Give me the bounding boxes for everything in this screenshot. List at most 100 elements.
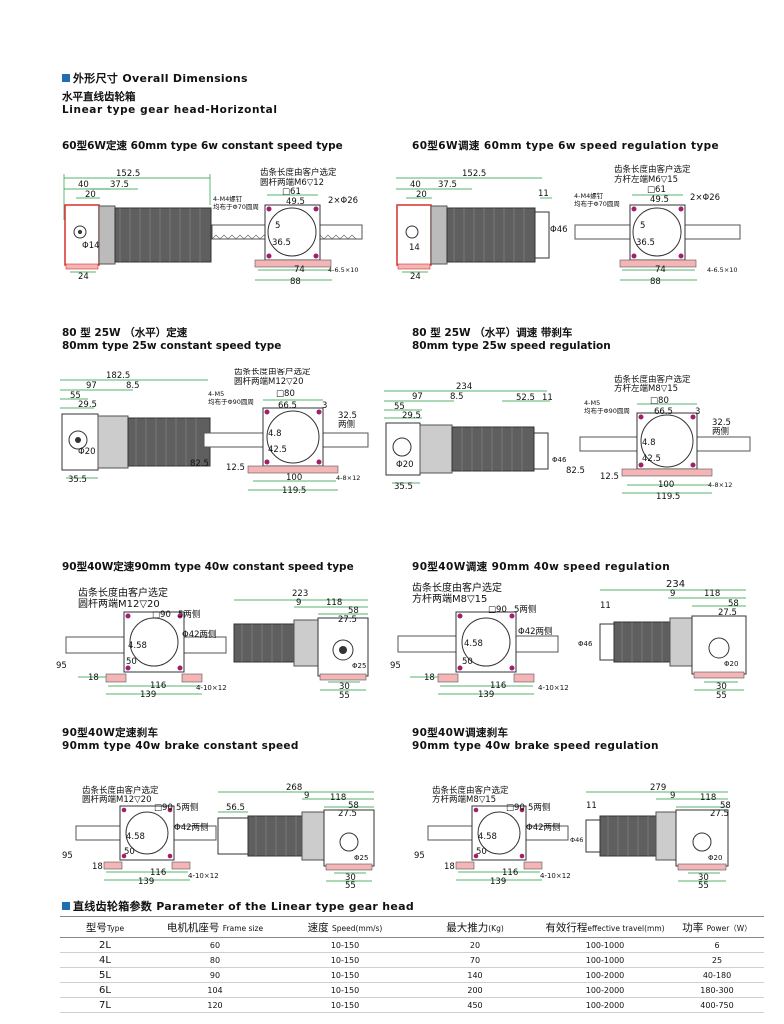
svg-text:82.5: 82.5 — [190, 459, 209, 469]
table-header-row: 型号Type 电机机座号 Frame size 速度 Speed(mm/s) 最… — [60, 916, 764, 938]
svg-text:152.5: 152.5 — [116, 169, 140, 179]
svg-text:4-10×12: 4-10×12 — [196, 684, 227, 692]
svg-text:24: 24 — [78, 272, 89, 282]
svg-text:40: 40 — [410, 180, 421, 190]
svg-text:圆杆两端M12▽20: 圆杆两端M12▽20 — [82, 794, 152, 805]
svg-text:4-M4螺钉: 4-M4螺钉 — [574, 191, 604, 200]
svg-text:118: 118 — [704, 589, 720, 599]
svg-text:4-6.5×10: 4-6.5×10 — [328, 266, 359, 274]
svg-text:4.58: 4.58 — [126, 832, 145, 842]
svg-text:95: 95 — [56, 661, 67, 671]
svg-text:Φ25: Φ25 — [354, 854, 368, 862]
svg-text:齿条长度由客户选定: 齿条长度由客户选定 — [82, 785, 159, 796]
section-title: 直线齿轮箱参数 Parameter of the Linear type gea… — [73, 900, 415, 913]
diagram-title-90-40w-constant: 90型40W定速90mm type 40w constant speed typ… — [62, 561, 354, 573]
svg-text:14: 14 — [409, 243, 420, 253]
svg-text:均布于Φ90圆周: 均布于Φ90圆周 — [584, 406, 630, 415]
svg-text:50: 50 — [124, 847, 135, 857]
svg-text:5两侧: 5两侧 — [178, 609, 200, 620]
svg-text:58: 58 — [348, 801, 359, 811]
svg-text:均布于Φ90圆周: 均布于Φ90圆周 — [208, 397, 254, 406]
svg-text:11: 11 — [542, 393, 553, 403]
svg-text:97: 97 — [86, 381, 97, 391]
svg-text:4-M5: 4-M5 — [208, 390, 224, 398]
svg-text:55: 55 — [345, 881, 356, 890]
svg-text:100: 100 — [286, 473, 302, 483]
svg-text:□90: □90 — [152, 610, 171, 620]
svg-text:268: 268 — [286, 783, 302, 793]
svg-text:116: 116 — [490, 681, 506, 691]
svg-text:Φ42两侧: Φ42两侧 — [182, 629, 217, 640]
svg-text:66.5: 66.5 — [278, 401, 297, 411]
svg-text:139: 139 — [490, 877, 506, 887]
svg-text:8.5: 8.5 — [126, 381, 140, 391]
drawing-60-6w-regulation: 152.5 40 37.5 20 11 Φ46 14 24 齿条长度由客户选定 … — [396, 164, 741, 287]
svg-text:Φ20: Φ20 — [78, 447, 96, 457]
drawing-80-25w-constant: 182.5 97 8.5 55 29.5 Φ20 35.5 82.5 齿条长度由… — [60, 368, 369, 496]
svg-text:42.5: 42.5 — [642, 454, 661, 464]
svg-text:5两侧: 5两侧 — [176, 802, 198, 813]
svg-text:55: 55 — [70, 391, 81, 401]
svg-text:20: 20 — [85, 190, 96, 200]
svg-text:Φ14: Φ14 — [82, 241, 100, 251]
svg-text:Φ46: Φ46 — [578, 640, 593, 648]
diagram-title-60-6w-constant: 60型6W定速 60mm type 6w constant speed type — [62, 140, 343, 152]
svg-text:58: 58 — [348, 606, 359, 616]
svg-text:5: 5 — [275, 221, 280, 231]
svg-text:30: 30 — [345, 873, 356, 883]
svg-text:56.5: 56.5 — [226, 803, 245, 813]
svg-text:139: 139 — [140, 690, 156, 700]
svg-text:40: 40 — [78, 180, 89, 190]
svg-text:□90: □90 — [506, 803, 525, 813]
table-header-speed: 速度 Speed(mm/s) — [280, 916, 410, 938]
svg-text:95: 95 — [62, 851, 73, 861]
svg-text:27.5: 27.5 — [718, 608, 737, 618]
table-header-type: 型号Type — [60, 916, 150, 938]
svg-text:圆杆两端M12▽20: 圆杆两端M12▽20 — [78, 597, 160, 610]
svg-text:36.5: 36.5 — [636, 238, 655, 248]
svg-text:□80: □80 — [650, 396, 669, 406]
svg-text:11: 11 — [538, 189, 549, 199]
svg-text:5两侧: 5两侧 — [514, 604, 536, 615]
svg-text:152.5: 152.5 — [462, 169, 486, 179]
svg-text:齿条长度由客户选定: 齿条长度由客户选定 — [432, 785, 509, 796]
drawing-60-6w-constant: 152.5 40 37.5 20 Φ14 24 齿条长度由客户选定 圆杆两端M6… — [63, 167, 363, 287]
svg-text:Φ46: Φ46 — [550, 225, 568, 235]
svg-text:223: 223 — [292, 589, 308, 599]
svg-text:18: 18 — [92, 862, 103, 872]
svg-text:29.5: 29.5 — [402, 411, 421, 421]
svg-text:圆杆两端M12▽20: 圆杆两端M12▽20 — [234, 376, 304, 387]
svg-text:27.5: 27.5 — [338, 809, 357, 819]
svg-text:95: 95 — [414, 851, 425, 861]
svg-text:18: 18 — [444, 862, 455, 872]
svg-text:□90: □90 — [154, 803, 173, 813]
svg-text:37.5: 37.5 — [110, 180, 129, 190]
svg-text:9: 9 — [296, 598, 301, 608]
table-header-power: 功率 Power（W） — [670, 916, 764, 938]
drawing-80-25w-regulation: 234 97 8.5 52.5 11 55 29.5 Φ20 Φ46 35.5 … — [384, 375, 751, 500]
svg-text:Φ20: Φ20 — [724, 660, 738, 668]
svg-text:12.5: 12.5 — [226, 463, 245, 473]
svg-text:18: 18 — [424, 673, 435, 683]
svg-text:4.58: 4.58 — [128, 641, 147, 651]
section-parameters-header: 直线齿轮箱参数 Parameter of the Linear type gea… — [62, 898, 414, 914]
svg-text:4-10×12: 4-10×12 — [538, 684, 569, 692]
svg-text:234: 234 — [456, 382, 472, 392]
svg-text:3: 3 — [695, 407, 700, 417]
svg-text:齿条长度由客户选定: 齿条长度由客户选定 — [260, 167, 337, 178]
svg-text:8.5: 8.5 — [450, 392, 464, 402]
svg-text:30: 30 — [698, 873, 709, 883]
svg-text:Φ25: Φ25 — [352, 662, 366, 670]
subtitle-cn: 水平直线齿轮箱 — [62, 91, 136, 103]
svg-text:66.5: 66.5 — [654, 407, 673, 417]
svg-text:4-6.5×10: 4-6.5×10 — [707, 266, 738, 274]
svg-text:52.5: 52.5 — [516, 393, 535, 403]
svg-text:88: 88 — [290, 277, 301, 287]
svg-text:Φ42两侧: Φ42两侧 — [526, 822, 561, 833]
svg-text:32.5: 32.5 — [712, 418, 731, 428]
svg-text:两侧: 两侧 — [712, 426, 729, 437]
svg-text:方杆两端M8▽15: 方杆两端M8▽15 — [412, 592, 487, 605]
